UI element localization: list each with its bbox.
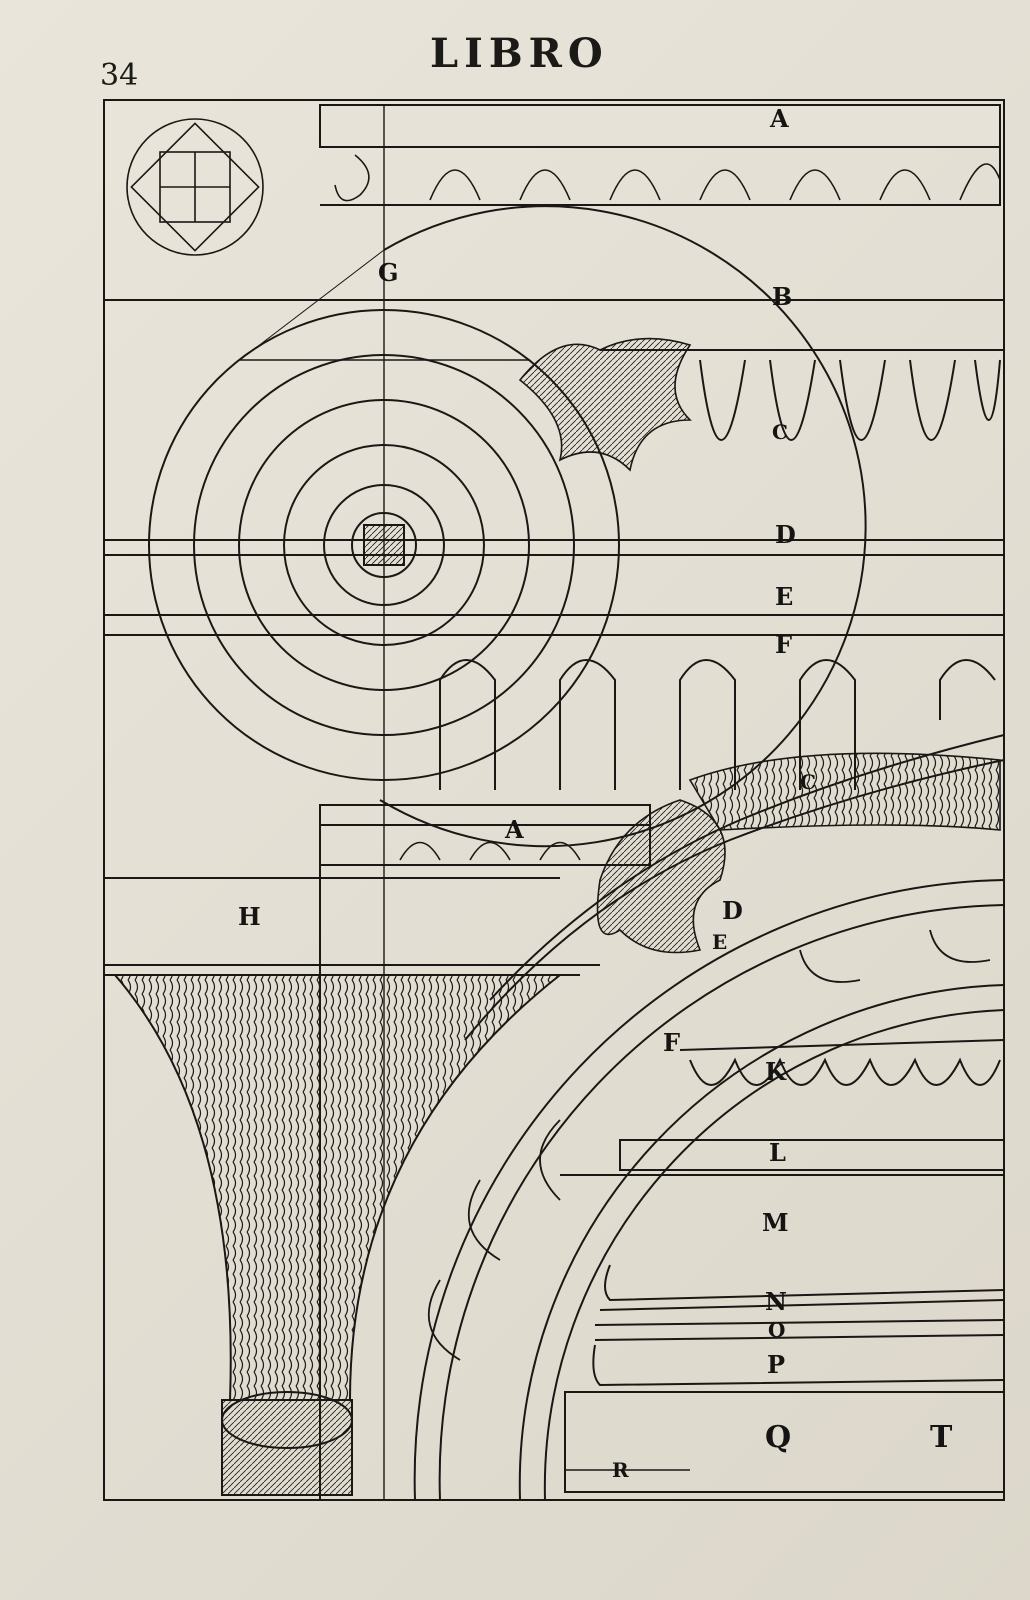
- label-F-low: F: [663, 1028, 681, 1057]
- label-E-mid: E: [712, 930, 728, 954]
- label-B: B: [772, 282, 793, 311]
- base-moldings: [560, 1039, 1005, 1493]
- acanthus-leaf-upper: [518, 337, 692, 472]
- label-D-mid: D: [722, 896, 743, 925]
- label-P: P: [767, 1350, 786, 1379]
- label-M: M: [762, 1208, 789, 1237]
- label-E-top: E: [775, 582, 794, 611]
- running-head: LIBRO: [430, 30, 609, 77]
- label-N: N: [765, 1287, 787, 1316]
- abacus-lower: [319, 804, 651, 866]
- folio-number: 34: [100, 58, 139, 93]
- capital-leaves-right: [688, 752, 1001, 831]
- label-C-top: C: [772, 420, 788, 444]
- label-D-top: D: [775, 520, 796, 549]
- label-R: R: [612, 1458, 629, 1482]
- volute-spiral: [148, 205, 867, 848]
- egg-dart-row-top: [334, 154, 1001, 202]
- label-G: G: [378, 258, 399, 287]
- acanthus-leaf-lower: [596, 799, 726, 954]
- label-O: O: [768, 1318, 786, 1342]
- capital-bell: [112, 974, 563, 1496]
- volute-eye-detail: [126, 118, 264, 256]
- label-T: T: [930, 1420, 953, 1455]
- label-Q: Q: [765, 1420, 792, 1455]
- abacus-moulding: [320, 146, 1001, 206]
- plate-frame: [103, 99, 1005, 1501]
- label-K: K: [765, 1057, 786, 1086]
- label-F-top: F: [775, 630, 793, 659]
- abacus-top: [319, 104, 1001, 148]
- label-L: L: [769, 1138, 786, 1167]
- volute-flutes: [600, 349, 1004, 541]
- label-A-top: A: [770, 104, 789, 133]
- arc-scallops: [427, 929, 991, 1361]
- label-A-mid: A: [505, 815, 524, 844]
- label-H: H: [238, 902, 261, 931]
- arches-row: [439, 659, 996, 790]
- label-C-mid: C: [800, 770, 816, 794]
